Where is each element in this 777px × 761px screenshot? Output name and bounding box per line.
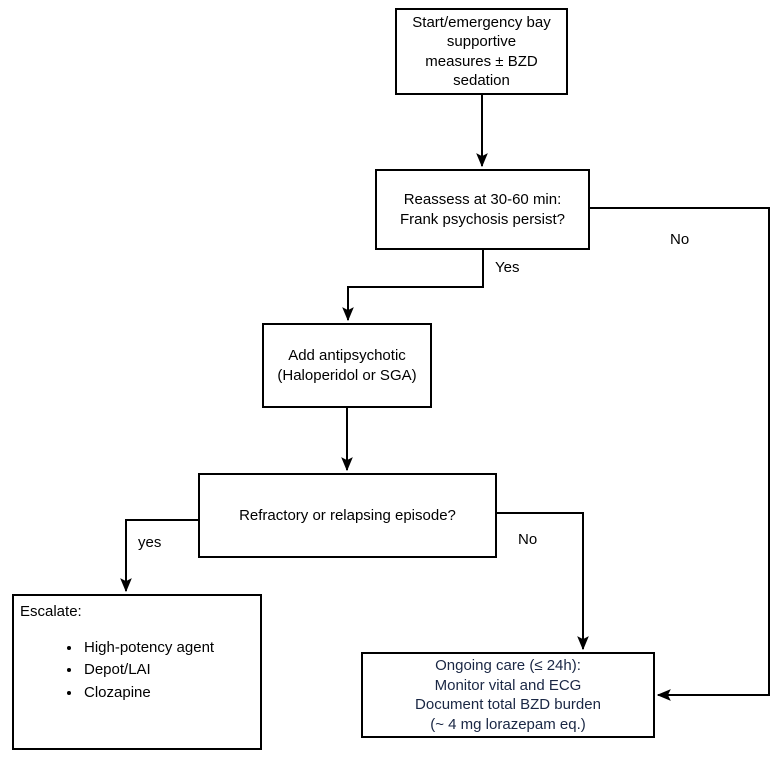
escalate-heading: Escalate: (20, 603, 82, 620)
start-node: Start/emergency bay supportive measures … (395, 8, 568, 95)
edge-refractory-yes-to-escalate (120, 519, 198, 593)
edge-label-refractory-yes: yes (138, 534, 162, 552)
edge-reassess-yes-to-antipsychotic (342, 250, 484, 322)
edge-reassess-no-to-ongoing (590, 207, 770, 701)
refractory-decision-node: Refractory or relapsing episode? (198, 473, 497, 558)
escalate-node: Escalate: High-potency agent Depot/LAI C… (12, 594, 262, 750)
edge-label-refractory-no: No (518, 531, 538, 549)
add-antipsychotic-node: Add antipsychotic (Haloperidol or SGA) (262, 323, 432, 408)
escalate-option: Depot/LAI (82, 659, 254, 682)
escalate-option: High-potency agent (82, 637, 254, 660)
escalate-options-list: High-potency agent Depot/LAI Clozapine (20, 637, 254, 705)
ongoing-care-node: Ongoing care (≤ 24h): Monitor vital and … (361, 652, 655, 738)
edge-label-reassess-yes: Yes (495, 259, 520, 277)
edge-label-reassess-no: No (670, 231, 690, 249)
escalate-option: Clozapine (82, 682, 254, 705)
reassess-decision-node: Reassess at 30-60 min: Frank psychosis p… (375, 169, 590, 250)
edge-refractory-no-to-ongoing (497, 512, 589, 651)
